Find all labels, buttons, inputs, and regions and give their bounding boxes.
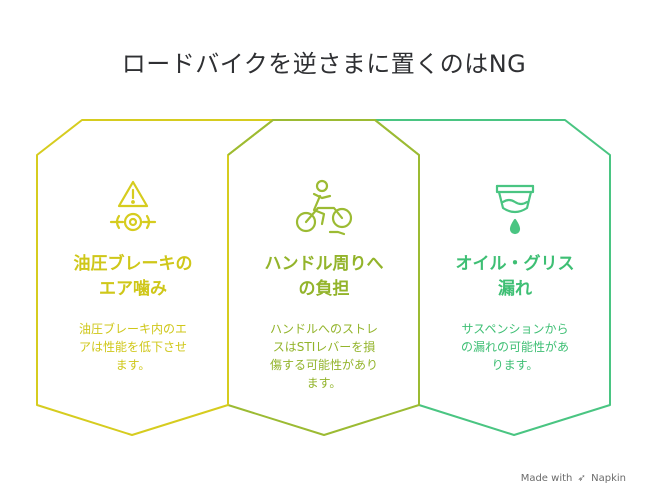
warning-brake-icon (101, 176, 165, 240)
brand-label: Napkin (591, 473, 626, 484)
panel-green-outline (372, 119, 611, 436)
oil-drip-icon (483, 176, 547, 240)
item-description: ハンドルへのストレ スはSTIレバーを損 傷する可能性があり ます。 (269, 322, 378, 390)
panel-olive-top-edge (227, 119, 420, 156)
item-oil-grease-leak: オイル・グリス 漏れ サスペンションから の漏れの可能性があ ります。 (430, 176, 600, 374)
item-heading: ハンドル周りへ の負担 (264, 254, 384, 299)
cyclist-icon (292, 176, 356, 240)
item-description: サスペンションから の漏れの可能性があ ります。 (460, 322, 569, 372)
item-air-in-brake: 油圧ブレーキの エア噛み 油圧ブレーキ内のエ アは性能を低下させ ます。 (48, 176, 218, 374)
panel-yellow-outline (36, 119, 274, 436)
item-heading: 油圧ブレーキの エア噛み (73, 254, 193, 299)
napkin-logo-icon: ➶ (577, 473, 586, 484)
made-with-napkin: Made with ➶ Napkin (521, 473, 626, 484)
item-handlebar-stress: ハンドル周りへ の負担 ハンドルへのストレ スはSTIレバーを損 傷する可能性が… (239, 176, 409, 392)
page-title: ロードバイクを逆さまに置くのはNG (121, 50, 527, 78)
item-heading: オイル・グリス 漏れ (455, 254, 575, 299)
made-with-label: Made with (520, 473, 573, 484)
item-description: 油圧ブレーキ内のエ アは性能を低下させ ます。 (78, 322, 187, 372)
